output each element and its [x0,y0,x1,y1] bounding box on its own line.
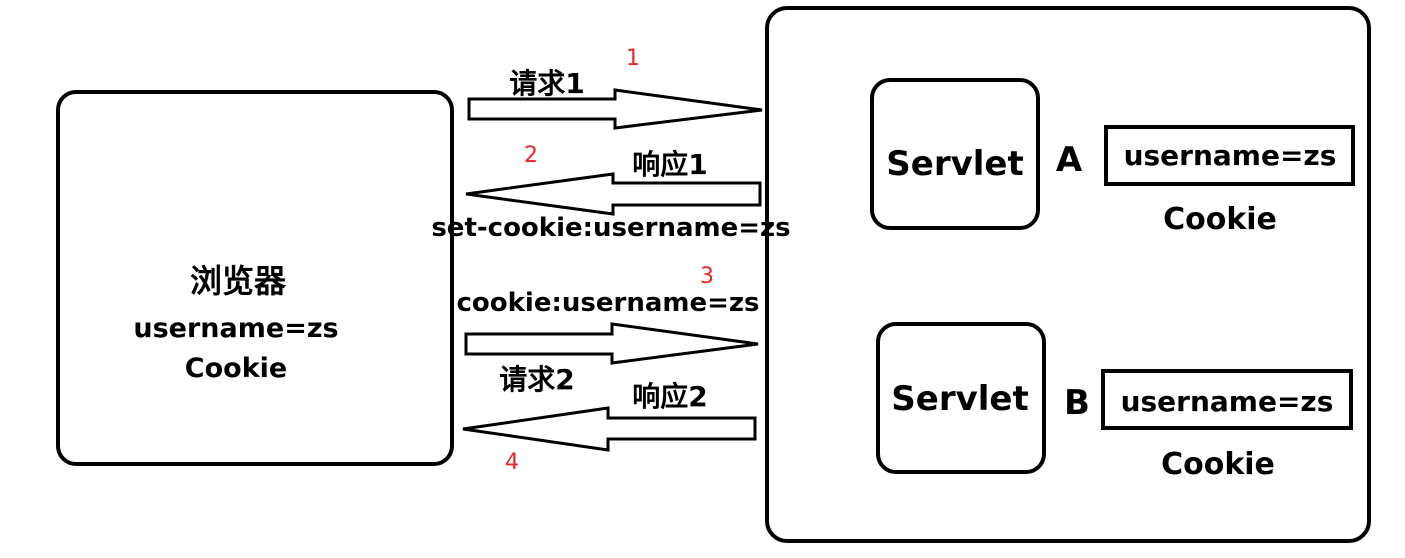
servlet-a-name: Servlet [886,144,1023,184]
servlet-a-box [870,78,1040,230]
servlet-a-cookie-box [1104,125,1355,186]
browser-title: 浏览器 [190,262,287,300]
servlet-b-box [876,322,1046,474]
request1-step: 1 [626,46,640,71]
browser-cookie-label: Cookie [185,353,287,384]
request2-step: 3 [700,264,714,289]
request1-arrow [467,88,763,130]
response2-arrow [462,406,757,452]
response2-step: 4 [505,450,519,475]
browser-box [56,90,454,466]
request2-arrow [464,322,759,365]
servlet-b-cookie-value: username=zs [1121,385,1334,418]
browser-cookie-value: username=zs [133,313,338,344]
response1-arrow [465,172,762,216]
response1-header: set-cookie:username=zs [431,213,790,243]
response1-label: 响应1 [632,148,707,181]
request2-label: 请求2 [499,363,574,396]
servlet-a-letter: A [1056,140,1083,180]
servlet-b-name: Servlet [891,379,1028,419]
request1-label: 请求1 [509,67,584,100]
request2-header: cookie:username=zs [457,288,760,318]
servlet-b-letter: B [1064,383,1090,423]
server-box [765,6,1371,543]
servlet-a-cookie-label: Cookie [1163,202,1277,237]
servlet-a-cookie-value: username=zs [1124,139,1337,172]
response2-label: 响应2 [632,380,707,413]
servlet-b-cookie-label: Cookie [1161,447,1275,482]
servlet-b-cookie-box [1101,369,1353,430]
response1-step: 2 [524,143,538,168]
